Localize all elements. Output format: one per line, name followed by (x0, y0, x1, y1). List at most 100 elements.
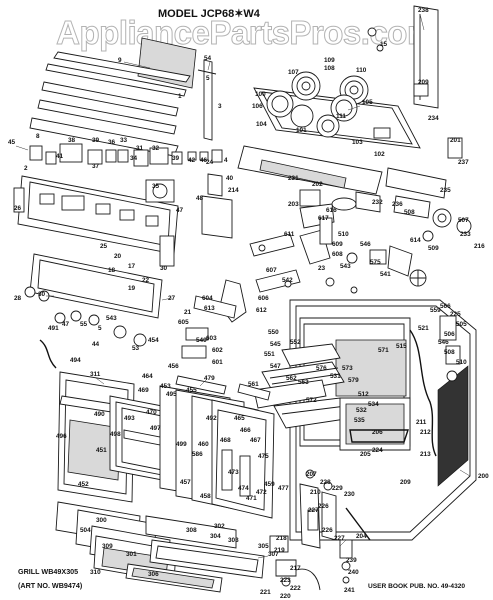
callout-number: 101 (296, 127, 307, 134)
callout-number: 236 (392, 201, 403, 208)
callout-number: 614 (410, 237, 421, 244)
callout-number: 542 (282, 277, 293, 284)
callout-number: 201 (450, 137, 461, 144)
leader-line (207, 61, 211, 71)
callout-number: 541 (380, 271, 391, 278)
callout-number: 228 (320, 479, 331, 486)
callout-number: 608 (332, 251, 343, 258)
callout-number: 551 (264, 351, 275, 358)
callout-number: 239 (346, 557, 357, 564)
callout-number: 200 (478, 473, 489, 480)
callout-number: 515 (396, 343, 407, 350)
callout-number: 22 (142, 277, 150, 284)
callout-number: 221 (260, 589, 271, 596)
callout-number: 497 (150, 425, 161, 432)
callout-number: 15 (380, 41, 388, 48)
callout-number: 311 (90, 371, 101, 378)
callout-number: 36 (108, 139, 116, 146)
callout-number: 531 (330, 373, 341, 380)
callout-number: 460 (198, 441, 209, 448)
callout-number: 219 (274, 547, 285, 554)
callout-number: 473 (228, 469, 239, 476)
callout-number: 509 (428, 245, 439, 252)
callout-number: 110 (356, 67, 367, 74)
callout-number: 457 (180, 479, 191, 486)
callout-number: 32 (152, 145, 160, 152)
callout-number: 230 (344, 491, 355, 498)
leader-line (339, 539, 347, 547)
callout-number: 572 (306, 397, 317, 404)
callout-number: 505 (456, 321, 467, 328)
callout-number: 225 (450, 311, 461, 318)
callout-number: 20 (114, 253, 122, 260)
callout-number: 218 (276, 535, 287, 542)
callout-number: 308 (186, 527, 197, 534)
callout-number: 575 (370, 259, 381, 266)
leader-line (199, 379, 207, 387)
callout-number: 454 (148, 337, 159, 344)
leader-line (95, 377, 105, 385)
callout-number: 573 (342, 365, 353, 372)
callout-number: 53 (132, 345, 140, 352)
leader-line (123, 61, 151, 69)
callout-number: 498 (110, 431, 121, 438)
callout-number: 107 (288, 69, 299, 76)
callout-number: 576 (316, 365, 327, 372)
callout-number: 5 (98, 325, 102, 332)
callout-number: 214 (228, 187, 239, 194)
callout-number: 563 (298, 379, 309, 386)
callout-number: 237 (458, 159, 469, 166)
callout-number: 508 (404, 209, 415, 216)
callout-number: 2 (24, 165, 28, 172)
callout-number: 103 (352, 139, 363, 146)
callout-number: 458 (200, 493, 211, 500)
callout-number: 455 (186, 387, 197, 394)
callout-number: 232 (372, 199, 383, 206)
callout-number: 304 (210, 533, 221, 540)
callout-number: 452 (78, 481, 89, 488)
callout-number: 468 (220, 437, 231, 444)
callout-number: 543 (340, 263, 351, 270)
callout-number: 543 (106, 315, 117, 322)
callout-number: 471 (246, 495, 257, 502)
callout-number: 506 (444, 331, 455, 338)
callout-number: 100 (255, 91, 266, 98)
oven-cavity-cabinet (253, 299, 477, 541)
callout-number: 18 (108, 267, 116, 274)
callout-number: 609 (332, 241, 343, 248)
callout-number: 207 (306, 471, 317, 478)
callout-number: 21 (184, 309, 192, 316)
footer-user-book: USER BOOK PUB. NO. 49-4320 (368, 583, 465, 590)
callout-number: 211 (416, 419, 427, 426)
callout-number: 44 (92, 341, 100, 348)
callout-number: 203 (288, 201, 299, 208)
callout-number: 499 (176, 441, 187, 448)
callout-number: 532 (356, 407, 367, 414)
callout-number: 45 (8, 139, 16, 146)
callout-number: 559 (430, 307, 441, 314)
callout-number: 547 (270, 363, 281, 370)
callout-number: 612 (256, 307, 267, 314)
callout-number: 508 (444, 349, 455, 356)
callout-number: 213 (420, 451, 431, 458)
callout-number: 240 (348, 569, 359, 576)
callout-number: 545 (270, 341, 281, 348)
callout-number: 104 (256, 121, 267, 128)
callout-number: 231 (288, 175, 299, 182)
leader-line (15, 145, 29, 151)
callout-number: 1 (178, 93, 182, 100)
door-assemblies (57, 371, 275, 519)
callout-number: 561 (248, 381, 259, 388)
callout-number: 303 (228, 537, 239, 544)
callout-number: 4 (224, 157, 228, 164)
callout-number: 586 (192, 451, 203, 458)
callout-number: 47 (176, 207, 184, 214)
callout-number: 9 (118, 57, 122, 64)
callout-number: 28 (14, 295, 22, 302)
callout-number: 459 (264, 481, 275, 488)
callout-number: 34 (130, 155, 138, 162)
callout-number: 451 (96, 447, 107, 454)
callout-number: 562 (286, 375, 297, 382)
callout-number: 8 (36, 133, 40, 140)
